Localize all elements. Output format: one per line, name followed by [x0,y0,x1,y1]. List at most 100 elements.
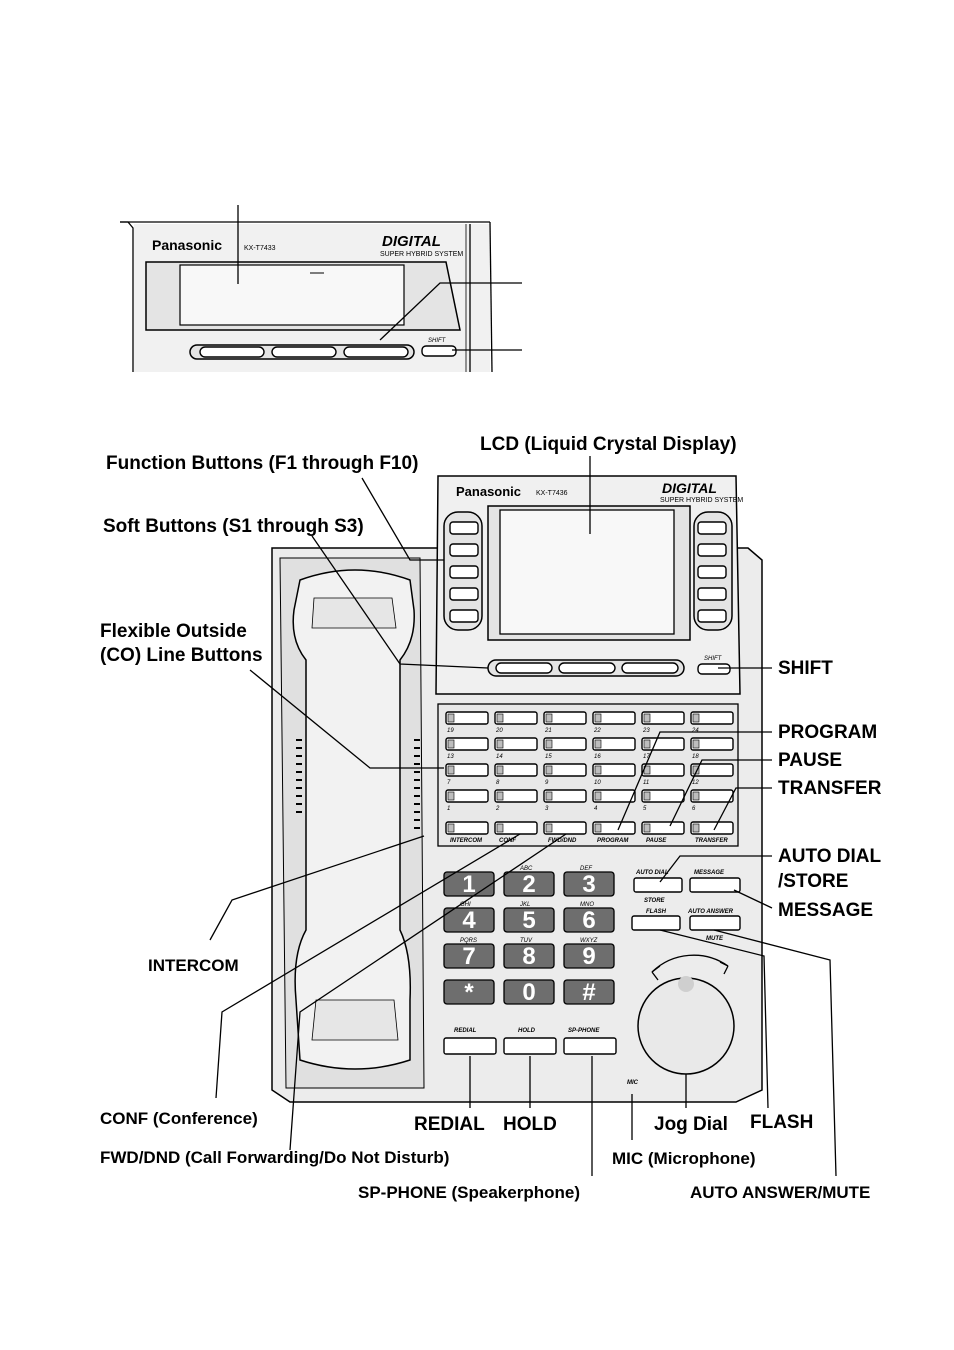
dial-key-4-digit: 4 [462,907,476,934]
co-line-led [447,765,455,775]
dial-key-0[interactable] [503,979,555,1005]
main-shift-label: SHIFT [704,656,723,662]
co-line-led [594,713,602,723]
dial-key-4[interactable] [443,907,495,933]
soft-button-s2[interactable] [558,662,616,674]
co-line-button-7[interactable] [445,763,489,777]
co-line-led [594,739,602,749]
dial-key-2[interactable] [503,871,555,897]
dial-key-star[interactable] [443,979,495,1005]
small-soft-button-2[interactable] [271,346,337,358]
function-button-f9[interactable] [697,587,727,601]
co-line-button-18[interactable] [690,737,734,751]
intercom-button[interactable] [445,821,489,835]
co-line-button-22[interactable] [592,711,636,725]
dial-key-9-digit: 9 [582,943,595,970]
pause-button[interactable] [641,821,685,835]
co-line-number: 1 [447,806,450,812]
hold-key-label: HOLD [518,1028,536,1034]
co-line-number: 5 [643,806,647,812]
dial-key-3[interactable] [563,871,615,897]
co-line-button-10[interactable] [592,763,636,777]
co-line-number: 20 [495,728,503,734]
message-button[interactable] [689,877,741,893]
co-line-button-17[interactable] [641,737,685,751]
dial-key-7[interactable] [443,943,495,969]
co-line-number: 8 [496,780,500,786]
dial-key-7-digit: 7 [462,943,475,970]
main-shift-button[interactable] [697,663,731,675]
small-logo-sub: SUPER HYBRID SYSTEM [380,251,463,258]
co-line-button-21[interactable] [543,711,587,725]
hold-button[interactable] [503,1037,557,1055]
function-buttons-right [697,521,727,623]
co-line-led [545,765,553,775]
co-line-number: 11 [643,780,649,786]
dial-key-8[interactable] [503,943,555,969]
function-button-f3[interactable] [449,565,479,579]
co-line-led [692,713,700,723]
function-button-f8[interactable] [697,565,727,579]
co-line-number: 4 [594,806,598,812]
small-brand: Panasonic [152,237,222,253]
function-button-f6[interactable] [697,521,727,535]
co-line-led [496,765,504,775]
small-soft-button-3[interactable] [343,346,409,358]
mic-callout: MIC (Microphone) [612,1149,756,1168]
co-line-led [692,765,700,775]
fwd-dnd-key-label: FWD/DND [548,838,577,844]
co-line-button-16[interactable] [592,737,636,751]
program-button[interactable] [592,821,636,835]
dial-key-6[interactable] [563,907,615,933]
co-line-button-11[interactable] [641,763,685,777]
co-line-button-13[interactable] [445,737,489,751]
handset[interactable] [292,569,415,1070]
sp-phone-button[interactable] [563,1037,617,1055]
dial-key-9-letters: WXYZ [580,938,598,944]
callout-leaders [209,456,837,1177]
co-line-button-12[interactable] [690,763,734,777]
auto-dial-store-button[interactable] [633,877,683,893]
co-line-button-20[interactable] [494,711,538,725]
co-line-number: 6 [692,806,696,812]
function-button-f1[interactable] [449,521,479,535]
function-button-f7[interactable] [697,543,727,557]
redial-button[interactable] [443,1037,497,1055]
co-line-button-6[interactable] [690,789,734,803]
co-line-button-19[interactable] [445,711,489,725]
co-line-button-2[interactable] [494,789,538,803]
function-button-f2[interactable] [449,543,479,557]
auto-answer-mute-button[interactable] [689,915,741,931]
program-led [594,823,602,833]
function-button-f5[interactable] [449,609,479,623]
co-line-button-1[interactable] [445,789,489,803]
co-line-button-4[interactable] [592,789,636,803]
function-button-f4[interactable] [449,587,479,601]
small-soft-button-1[interactable] [199,346,265,358]
co-line-button-9[interactable] [543,763,587,777]
flexible-co-callout-line2: (CO) Line Buttons [100,645,263,666]
mute-key-label: MUTE [706,936,724,942]
small-shift-button[interactable] [421,345,457,357]
transfer-button[interactable] [690,821,734,835]
co-line-button-8[interactable] [494,763,538,777]
co-line-button-14[interactable] [494,737,538,751]
soft-button-s1[interactable] [495,662,553,674]
co-line-number: 9 [545,780,549,786]
flash-button[interactable] [631,915,681,931]
co-line-led [545,713,553,723]
co-line-button-15[interactable] [543,737,587,751]
soft-button-s3[interactable] [621,662,679,674]
dial-key-9[interactable] [563,943,615,969]
dial-key-hash[interactable] [563,979,615,1005]
co-line-button-23[interactable] [641,711,685,725]
conf-button[interactable] [494,821,538,835]
dial-key-5[interactable] [503,907,555,933]
jog-dial[interactable] [637,977,735,1075]
co-line-button-24[interactable] [690,711,734,725]
pause-led [643,823,651,833]
function-button-f10[interactable] [697,609,727,623]
program-key-label: PROGRAM [597,838,629,844]
co-line-button-3[interactable] [543,789,587,803]
conf-led [496,823,504,833]
